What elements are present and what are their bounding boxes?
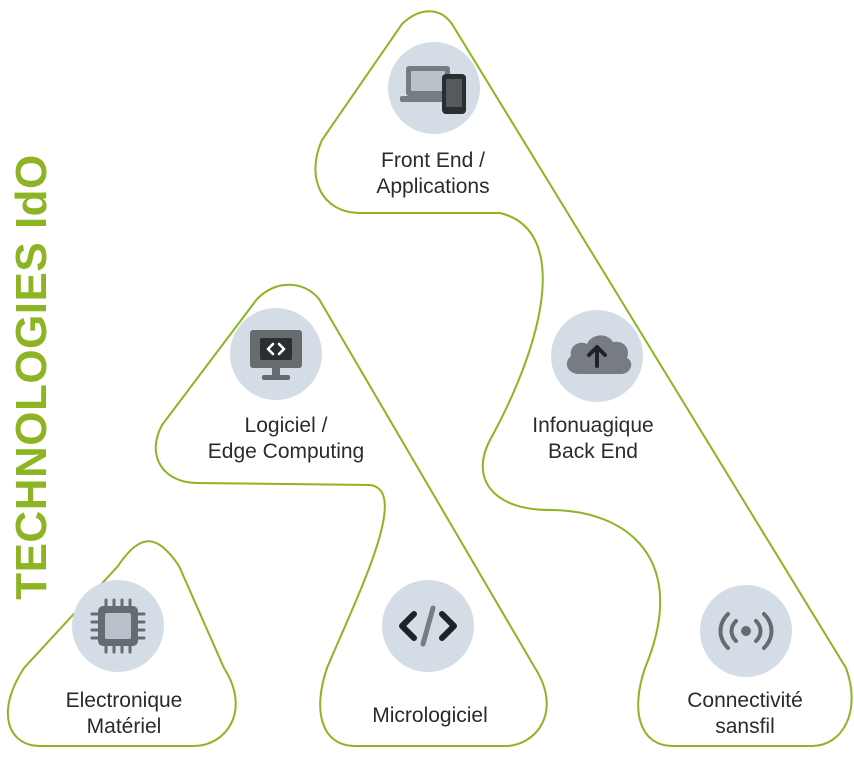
chip-icon	[72, 580, 164, 672]
cloud-upload-icon	[551, 310, 643, 402]
laptop-phone-icon	[388, 42, 480, 134]
monitor-code-icon	[230, 308, 322, 400]
wireless-signal-icon	[700, 585, 792, 677]
node-label-frontend: Front End /Applications	[376, 149, 490, 198]
node-label-software: Logiciel /Edge Computing	[207, 414, 365, 463]
shape-software-firmware	[154, 283, 548, 747]
shape-hardware	[6, 540, 237, 747]
node-label-firmware: Micrologiciel	[372, 704, 488, 727]
page-title: TECHNOLOGIES IdO	[7, 154, 56, 600]
shape-frontend-cloud-connectivity	[314, 10, 853, 747]
code-brackets-icon	[382, 580, 474, 672]
